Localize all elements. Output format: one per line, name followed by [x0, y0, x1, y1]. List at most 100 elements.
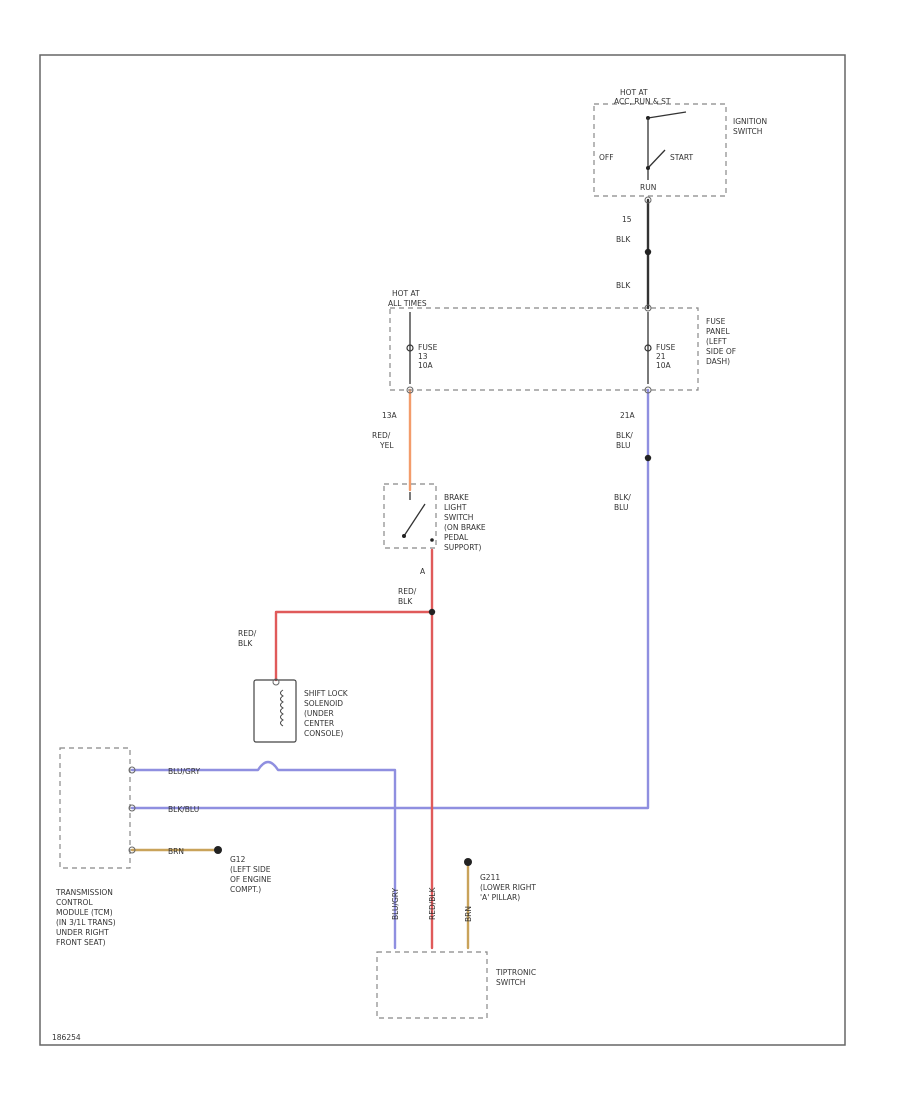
tcm-label-line-5: UNDER RIGHT [56, 928, 109, 937]
tiptronic-outline [376, 951, 488, 1019]
wire-label-pin-a: A [420, 567, 426, 576]
fuse-13-line-2: 13 [418, 352, 428, 361]
brake-switch-pivot [402, 534, 406, 538]
fuse-panel-label-line-2: PANEL [706, 327, 731, 336]
connector-tcm-blk-blu [128, 804, 136, 812]
brake-switch-label-line-6: SUPPORT) [444, 543, 481, 552]
fuse-panel-hot-in: ALL TIMES [388, 299, 427, 308]
shift-lock-solenoid: SHIFT LOCK SOLENOID (UNDER CENTER CONSOL… [253, 679, 349, 743]
tcm-label-line-4: (IN 3/1L TRANS) [56, 918, 116, 927]
wire-label-blk-mid: BLK [616, 281, 631, 290]
brake-switch-label-line-1: BRAKE [444, 493, 469, 502]
connector-fuse21-out [644, 386, 652, 394]
shift-lock-coil [280, 689, 284, 727]
wire-label-15: 15 [622, 215, 632, 224]
g12-label-line-4: COMPT.) [230, 885, 261, 894]
fuse-panel-hot-at: HOT AT [392, 289, 420, 298]
tcm-outline [59, 747, 131, 869]
tiptronic-label-line-1: TIPTRONIC [495, 968, 536, 977]
g211-label-line-1: G211 [480, 873, 500, 882]
wire-label-vertical-red-blk: RED/BLK [428, 886, 437, 920]
wire-labels: 15 BLK BLK 13A RED/ YEL 21A BLK/ BLU BLK… [168, 215, 636, 922]
wire-label-blk-blu-lower-1: BLK/ [614, 493, 631, 502]
shift-lock-label-line-1: SHIFT LOCK [304, 689, 349, 698]
fuse-13-line-1: FUSE [418, 343, 438, 352]
ignition-start-label: START [670, 153, 694, 162]
g211-label-line-3: 'A' PILLAR) [480, 893, 520, 902]
brake-switch-label-line-3: SWITCH [444, 513, 473, 522]
wire-label-red-blk-right-1: RED/ [398, 587, 417, 596]
brake-switch-contact [403, 503, 426, 537]
brake-switch-outline [383, 483, 437, 549]
ground-labels: G12 (LEFT SIDE OF ENGINE COMPT.) G211 (L… [230, 855, 536, 902]
ignition-run-label: RUN [640, 183, 656, 192]
tcm-label-line-2: CONTROL [56, 898, 93, 907]
transmission-control-module: TRANSMISSION CONTROL MODULE (TCM) (IN 3/… [55, 747, 131, 947]
ground-g211-symbol [464, 858, 472, 866]
wire-label-red-yel-1: RED/ [372, 431, 391, 440]
fuse-13-element [406, 344, 414, 352]
brake-switch-label-line-5: PEDAL [444, 533, 469, 542]
ignition-switch-contact-1 [647, 111, 687, 119]
brake-switch-terminal [430, 538, 434, 542]
ignition-label-line-2: SWITCH [733, 127, 762, 136]
connector-fuse13-out [406, 386, 414, 394]
wire-label-red-blk-left-1: RED/ [238, 629, 257, 638]
splice-blk-blu [644, 454, 652, 462]
wire-blk-blu-fuse21-to-tcm [130, 388, 650, 810]
ignition-hot-at: HOT AT [620, 88, 648, 97]
ignition-switch: HOT AT ACC, RUN & ST OFF START RUN IGNIT… [593, 88, 767, 197]
ignition-label-line-1: IGNITION [733, 117, 767, 126]
footer-code: 186254 [52, 1033, 81, 1042]
tcm-label-line-6: FRONT SEAT) [56, 938, 106, 947]
g12-label-line-1: G12 [230, 855, 246, 864]
connector-fuse21-in [644, 304, 652, 312]
wire-label-red-blk-left-2: BLK [238, 639, 253, 648]
fuse-panel-label-line-5: DASH) [706, 357, 730, 366]
wire-label-vertical-blu-gry: BLU/GRY [391, 887, 400, 920]
g12-label-line-3: OF ENGINE [230, 875, 272, 884]
g211-label-line-2: (LOWER RIGHT [480, 883, 536, 892]
fuse-21-line-1: FUSE [656, 343, 676, 352]
brake-switch-label-line-4: (ON BRAKE [444, 523, 486, 532]
wire-label-red-yel-2: YEL [379, 441, 394, 450]
wire-label-red-blk-right-2: BLK [398, 597, 413, 606]
tiptronic-switch: TIPTRONIC SWITCH [376, 951, 536, 1019]
wire-label-13a: 13A [382, 411, 398, 420]
shift-lock-outline [253, 679, 297, 743]
wire-red-blk-splice-to-shift-lock [274, 610, 434, 682]
diagram-border [39, 54, 846, 1046]
tcm-label-line-1: TRANSMISSION [55, 888, 113, 897]
shift-lock-label-line-2: SOLENOID [304, 699, 343, 708]
fuse-21-line-2: 21 [656, 352, 666, 361]
wire-label-blk-blu-horizontal: BLK/BLU [168, 805, 199, 814]
ignition-switch-outline [593, 103, 727, 197]
tiptronic-label-line-2: SWITCH [496, 978, 525, 987]
shift-lock-label-line-5: CONSOLE) [304, 729, 343, 738]
wire-label-21a: 21A [620, 411, 636, 420]
ignition-hot-in: ACC, RUN & ST [614, 97, 671, 106]
fuse-panel-label-line-4: SIDE OF [706, 347, 736, 356]
fuse-21-element [644, 344, 652, 352]
connector-ignition-out [644, 196, 652, 204]
brake-switch-label-line-2: LIGHT [444, 503, 467, 512]
splice-blk [644, 248, 652, 256]
wire-label-vertical-brn: BRN [464, 906, 473, 922]
shift-lock-label-line-4: CENTER [304, 719, 334, 728]
splice-red-blk [428, 608, 436, 616]
connectors [128, 196, 652, 866]
brake-light-switch: BRAKE LIGHT SWITCH (ON BRAKE PEDAL SUPPO… [383, 483, 486, 552]
wire-label-blk-blu-upper-1: BLK/ [616, 431, 633, 440]
connector-shift-lock-in [272, 678, 280, 686]
ignition-switch-contact-2 [647, 149, 666, 169]
wire-label-blk-blu-upper-2: BLU [616, 441, 630, 450]
connector-tcm-blu-gry [128, 766, 136, 774]
wire-blu-gry-tcm-to-tiptronic [130, 760, 397, 950]
shift-lock-label-line-3: (UNDER [304, 709, 334, 718]
fuse-panel-label-line-1: FUSE [706, 317, 726, 326]
ground-g12-symbol [214, 846, 222, 854]
tcm-label-line-3: MODULE (TCM) [56, 908, 113, 917]
fuse-panel: HOT AT ALL TIMES FUSE 13 10A FUSE 21 10A… [388, 289, 736, 391]
wire-label-blk-blu-lower-2: BLU [614, 503, 628, 512]
fuse-21-line-3: 10A [656, 361, 672, 370]
